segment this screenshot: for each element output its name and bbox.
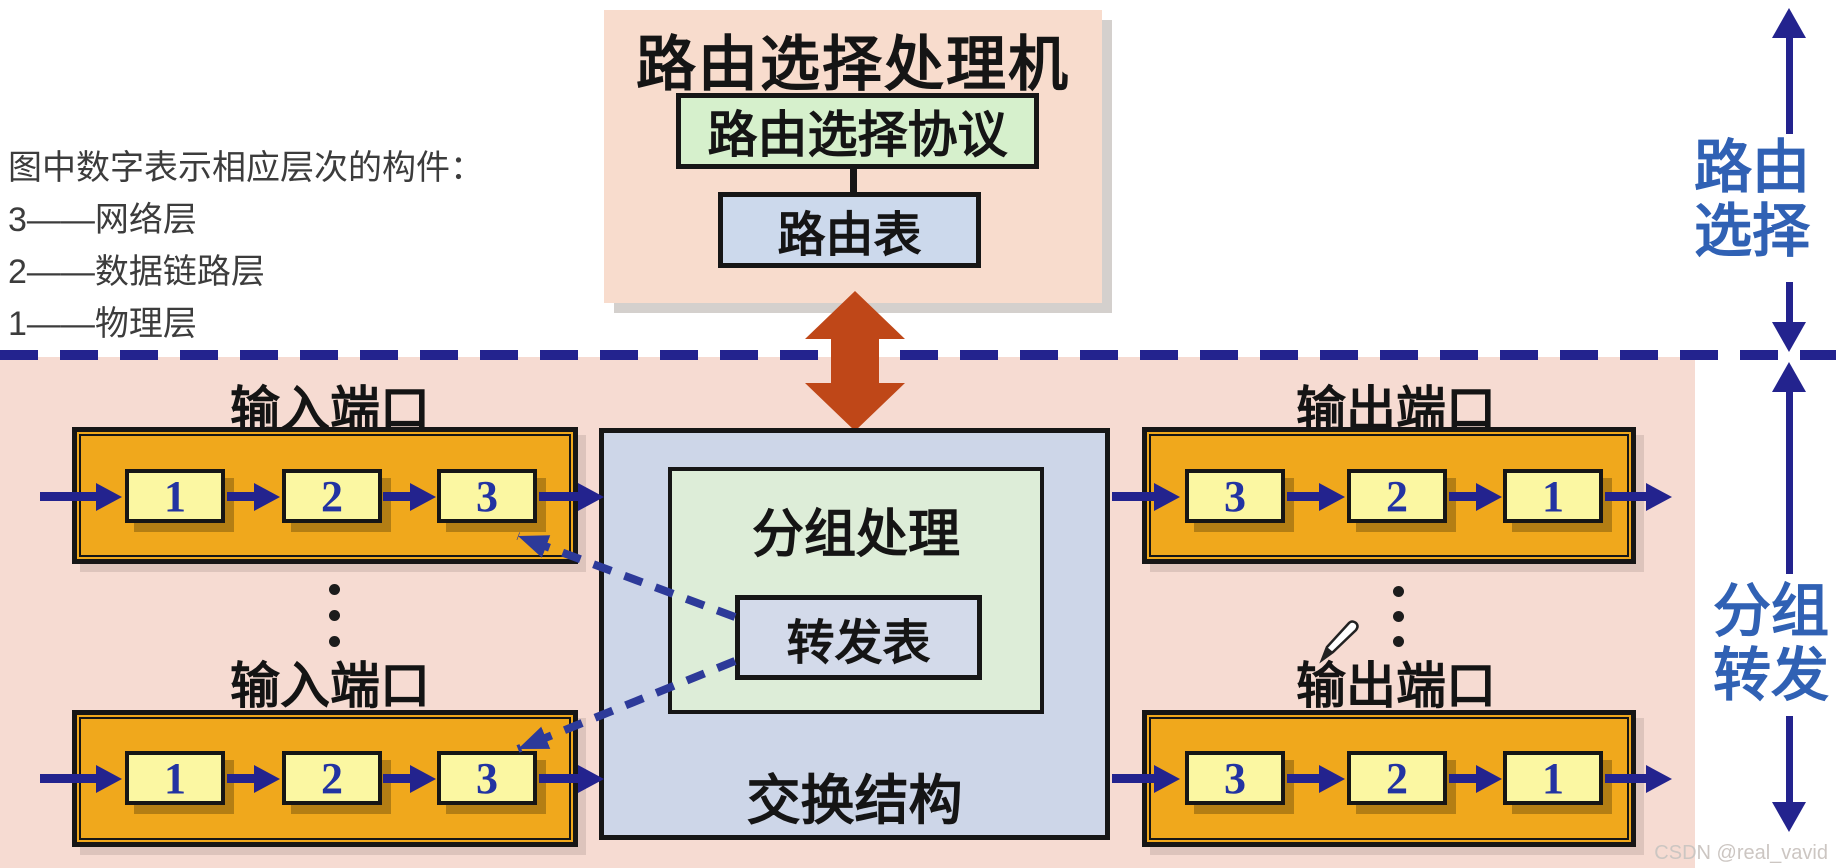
flow-arrow: [40, 764, 122, 793]
rail-line: [1786, 388, 1793, 574]
routing-protocol-box: 路由选择协议: [676, 93, 1039, 169]
layer-queue-box: 3: [1185, 469, 1285, 523]
forwarding-table-box: 转发表: [735, 595, 982, 680]
flow-arrow: [40, 482, 122, 511]
layer-queue-box: 1: [125, 469, 225, 523]
legend-item-datalink-layer: 2——数据链路层: [8, 253, 265, 291]
rail-line: [1786, 716, 1793, 806]
ellipsis-dot: [1393, 586, 1404, 597]
ellipsis-dot: [329, 584, 340, 595]
flow-arrow: [227, 482, 280, 511]
layer-queue-box: 2: [1347, 469, 1447, 523]
layer-number: 1: [164, 471, 186, 521]
input-port-box-1: 1 2 3: [72, 427, 578, 564]
forwarding-plane-label-line2: 转发: [1712, 643, 1829, 708]
layer-queue-box: 3: [1185, 751, 1285, 805]
ellipsis-dot: [329, 636, 340, 647]
flow-arrow: [227, 764, 280, 793]
packet-processing-label: 分组处理: [751, 506, 960, 564]
layer-queue-box: 2: [282, 751, 382, 805]
legend-title: 图中数字表示相应层次的构件：: [8, 149, 484, 187]
layer-number: 1: [1542, 471, 1564, 521]
layer-number: 3: [476, 471, 498, 521]
flow-arrow: [383, 764, 436, 793]
output-port-box-1: 3 2 1: [1142, 427, 1636, 564]
forwarding-table-label: 转发表: [786, 616, 931, 670]
layer-queue-box: 3: [437, 469, 537, 523]
rail-line: [1786, 282, 1793, 326]
flow-arrow: [1605, 764, 1672, 793]
legend-item-network-layer: 3——网络层: [8, 201, 197, 239]
rail-arrow-up-icon: [1772, 362, 1806, 392]
rail-arrow-down-icon: [1772, 802, 1806, 832]
flow-arrow: [1449, 764, 1502, 793]
input-port-box-2: 1 2 3: [72, 710, 578, 847]
layer-queue-box: 1: [125, 751, 225, 805]
layer-number: 2: [1386, 753, 1408, 803]
watermark: CSDN @real_vavid: [1654, 842, 1828, 864]
layer-number: 3: [1224, 471, 1246, 521]
layer-queue-box: 2: [1347, 751, 1447, 805]
layer-queue-box: 1: [1503, 751, 1603, 805]
routing-plane-label: 路由 选择: [1687, 136, 1817, 264]
flow-arrow: [1449, 482, 1502, 511]
flow-arrow: [539, 764, 604, 793]
legend: 图中数字表示相应层次的构件： 3——网络层 2——数据链路层 1——物理层: [8, 142, 484, 350]
routing-table-box: 路由表: [718, 192, 981, 268]
input-port-label-2: 输入端口: [230, 658, 430, 714]
flow-arrow: [1605, 482, 1672, 511]
rail-line: [1786, 34, 1793, 134]
ellipsis-dot: [329, 610, 340, 621]
forwarding-plane-label: 分组 转发: [1706, 580, 1836, 708]
rail-arrow-up-icon: [1772, 8, 1806, 38]
layer-number: 2: [321, 753, 343, 803]
routing-processor-title: 路由选择处理机: [636, 31, 1070, 98]
routing-table-label: 路由表: [777, 209, 922, 262]
routing-plane-label-line2: 选择: [1693, 199, 1810, 264]
flow-arrow: [1287, 764, 1345, 793]
flow-arrow: [1112, 482, 1180, 511]
output-port-box-2: 3 2 1: [1142, 710, 1636, 847]
layer-queue-box: 3: [437, 751, 537, 805]
layer-number: 2: [321, 471, 343, 521]
forwarding-plane-label-line1: 分组: [1712, 579, 1829, 644]
layer-queue-box: 1: [1503, 469, 1603, 523]
layer-number: 3: [476, 753, 498, 803]
ellipsis-dot: [1393, 636, 1404, 647]
layer-queue-box: 2: [282, 469, 382, 523]
layer-number: 2: [1386, 471, 1408, 521]
flow-arrow: [539, 482, 604, 511]
layer-number: 1: [1542, 753, 1564, 803]
ellipsis-dot: [1393, 611, 1404, 622]
layer-number: 3: [1224, 753, 1246, 803]
routing-protocol-label: 路由选择协议: [707, 107, 1008, 163]
routing-plane-label-line1: 路由: [1693, 135, 1810, 200]
rail-arrow-down-icon: [1772, 322, 1806, 352]
switching-fabric-label: 交换结构: [746, 771, 963, 831]
flow-arrow: [383, 482, 436, 511]
protocol-table-connector: [850, 166, 857, 194]
flow-arrow: [1112, 764, 1180, 793]
layer-number: 1: [164, 753, 186, 803]
legend-item-physical-layer: 1——物理层: [8, 305, 197, 343]
output-port-label-2: 输出端口: [1296, 658, 1496, 714]
plane-separator-dashed-line: [0, 350, 1836, 360]
flow-arrow: [1287, 482, 1345, 511]
